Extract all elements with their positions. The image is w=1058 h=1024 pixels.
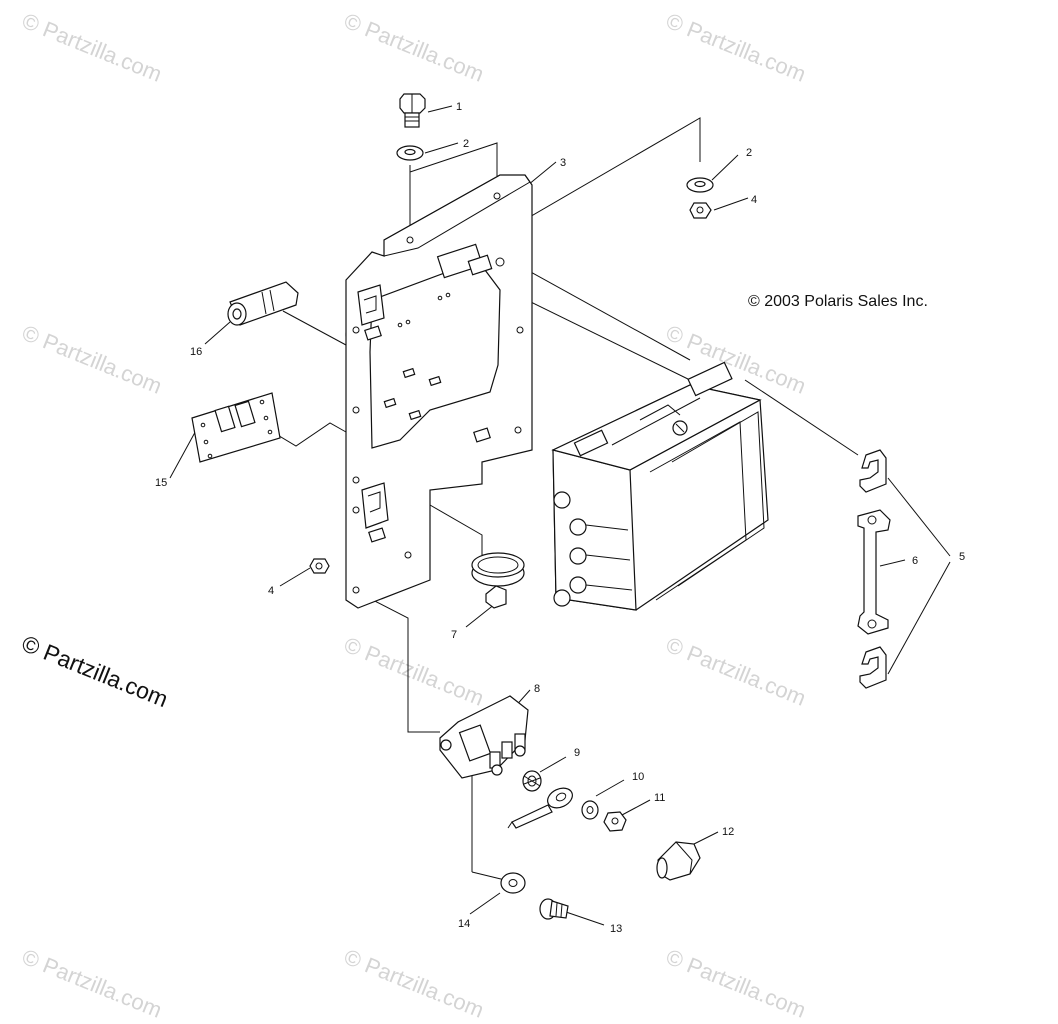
part-4-nut-left [309,558,330,574]
callout-12: 12 [722,826,734,838]
callout-4: 4 [751,194,757,206]
part-2-washer-top [396,145,424,161]
part-2-washer-right [686,177,714,193]
callout-16: 16 [190,346,202,358]
callout-14: 14 [458,918,470,930]
callout-2: 2 [463,138,469,150]
part-5-hook-bottom [859,646,887,689]
part-14-washer [500,872,526,894]
part-8-relay [439,695,529,779]
cable-terminal [507,787,573,829]
callout-3: 3 [560,157,566,169]
part-12-boot [656,841,701,881]
callout-7: 7 [451,629,457,641]
part-9-lock-washer [522,770,542,792]
leader-lines [169,105,951,926]
callout-1: 1 [456,101,462,113]
part-10-washer [581,800,599,820]
part-5-hook-top [859,449,887,493]
callout-10: 10 [632,771,644,783]
part-3-mounting-plate [345,174,533,609]
part-7-clamp [471,552,525,609]
callout-labels: 1 2 3 2 4 16 15 5 6 4 7 8 9 10 11 12 13 … [155,101,965,935]
copyright-notice: © 2003 Polaris Sales Inc. [748,293,928,310]
callout-4: 4 [268,585,274,597]
part-16-bumper [227,281,299,326]
callout-5: 5 [959,551,965,563]
part-6-strap [857,509,891,635]
part-4-nut-right [689,202,712,219]
callout-2: 2 [746,147,752,159]
callout-8: 8 [534,683,540,695]
callout-15: 15 [155,477,167,489]
callout-13: 13 [610,923,622,935]
part-1-bolt [399,93,426,128]
callout-11: 11 [654,792,665,804]
callout-9: 9 [574,747,580,759]
part-15-pad [191,392,281,463]
part-11-nut [603,811,627,832]
battery [551,361,769,611]
callout-6: 6 [912,555,918,567]
part-13-screw [539,898,569,920]
